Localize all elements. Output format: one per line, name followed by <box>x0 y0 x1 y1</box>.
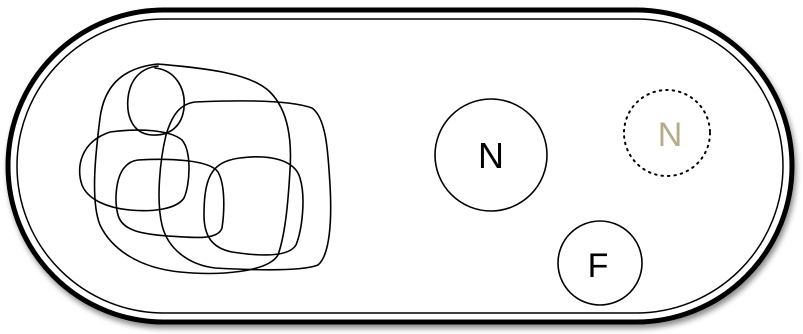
node-n-label: N <box>478 135 504 176</box>
node-n-solid: N <box>435 99 547 211</box>
node-f-solid: F <box>558 221 642 305</box>
node-f-label: F <box>588 247 609 285</box>
node-n-faded-label: N <box>658 116 683 154</box>
